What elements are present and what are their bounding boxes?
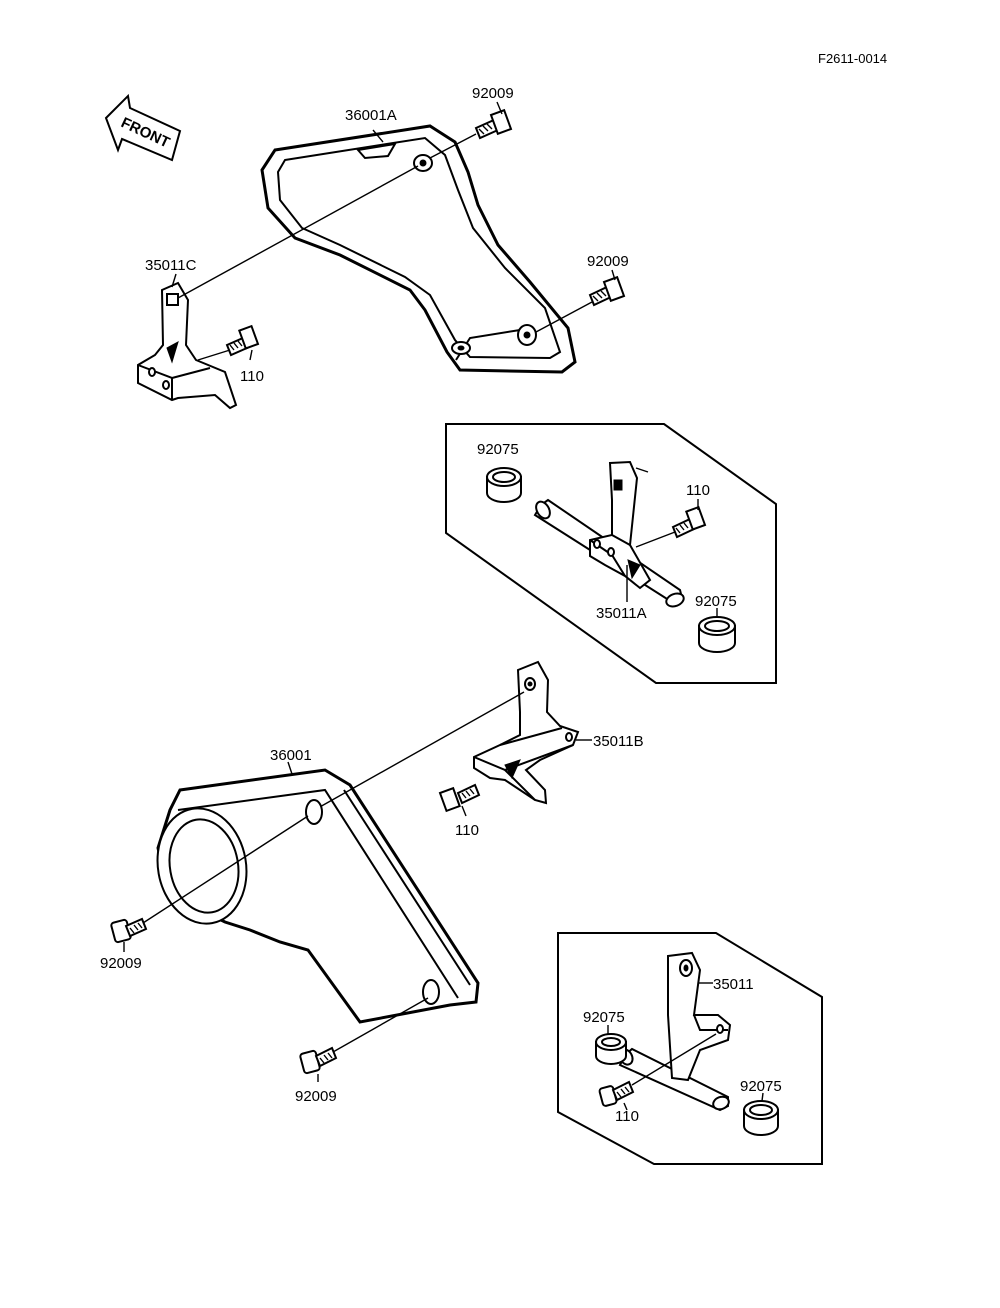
collar-92075-inset-b-2: [743, 1100, 779, 1136]
bracket-35011c: [137, 281, 238, 410]
label-35011b: 35011B: [593, 733, 644, 750]
label-92009-upper-b: 92009: [587, 253, 629, 270]
label-92009-lower-b: 92009: [295, 1088, 337, 1105]
label-92075-inset-b-2: 92075: [740, 1078, 782, 1095]
bracket-35011: [618, 951, 732, 1112]
bracket-35011a: [533, 460, 685, 608]
label-36001a: 36001A: [345, 107, 397, 124]
diagram-id: F2611-0014: [818, 51, 887, 66]
bolt-icon-110-upper: [225, 324, 260, 357]
collar-92075-inset-a-2: [698, 616, 736, 653]
label-110-upper: 110: [240, 368, 264, 385]
label-110-inset-a: 110: [686, 482, 710, 499]
bolt-icon-110-inset-b: [598, 1080, 635, 1107]
inset-box-a: [445, 423, 777, 684]
bolt-icon-110-lower: [438, 783, 481, 813]
front-arrow-icon: FRONT: [104, 93, 182, 162]
label-92075-inset-b-1: 92075: [583, 1009, 625, 1026]
bolt-icon-92009-upper-b: [588, 275, 626, 307]
inset-box-b: [557, 932, 823, 1165]
bolt-icon-92009-upper-a: [474, 108, 513, 140]
collar-92075-inset-a-1: [486, 467, 522, 503]
label-35011a: 35011A: [596, 605, 647, 622]
label-110-inset-b: 110: [615, 1108, 639, 1125]
bolt-icon-92009-lower-b: [299, 1046, 338, 1075]
bolt-icon-92009-lower-a: [110, 917, 148, 944]
label-110-lower: 110: [455, 822, 479, 839]
collar-92075-inset-b-1: [595, 1033, 627, 1065]
label-35011: 35011: [713, 976, 754, 993]
label-35011c: 35011C: [145, 257, 197, 274]
label-92075-inset-a-1: 92075: [477, 441, 519, 458]
label-92075-inset-a-2: 92075: [695, 593, 737, 610]
label-92009-upper-a: 92009: [472, 85, 514, 102]
label-92009-lower-a: 92009: [100, 955, 142, 972]
chain-guard-lower: [156, 768, 480, 1024]
label-36001: 36001: [270, 747, 312, 764]
bolt-icon-110-inset-a: [671, 505, 707, 539]
bracket-35011b: [473, 660, 580, 805]
chain-guard-upper: [260, 124, 577, 374]
